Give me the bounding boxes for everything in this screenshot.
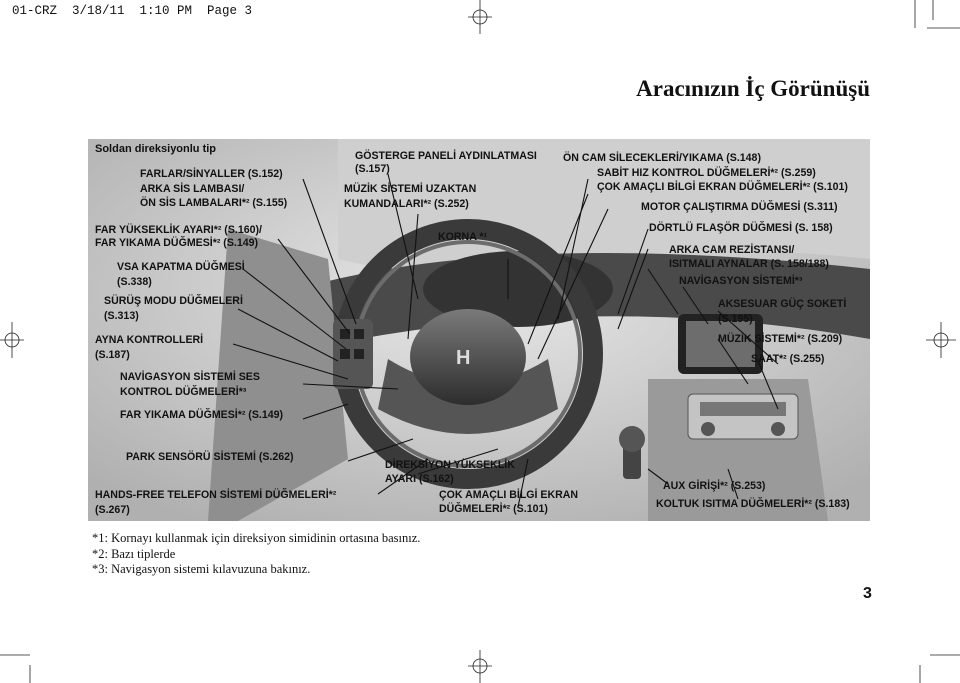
footnote-3: *3: Navigasyon sistemi kılavuzuna bakını… [92, 562, 311, 576]
registration-mark-icon [468, 0, 492, 34]
registration-mark-bottom-icon [468, 650, 492, 683]
label-clock: SAAT*² (S.255) [751, 353, 825, 365]
footnote-2: *2: Bazı tiplerde [92, 546, 176, 561]
label-parking: PARK SENSÖRÜ SİSTEMİ (S.262) [126, 451, 294, 463]
label-wipers: ÖN CAM SİLECEKLERİ/YIKAMA (S.148) [563, 152, 761, 164]
label-dimmer: GÖSTERGE PANELİ AYDINLATMASI (S.157) [355, 150, 537, 175]
dashboard-photo: H [88, 139, 870, 521]
registration-mark-right-icon [926, 322, 956, 358]
label-mid-display: ÇOK AMAÇLI BİLGİ EKRAN DÜĞMELERİ*² (S.10… [597, 181, 848, 193]
registration-mark-left-icon [0, 322, 24, 358]
label-cruise: SABİT HIZ KONTROL DÜĞMELERİ*² (S.259) [597, 167, 816, 179]
label-washer: FAR YIKAMA DÜĞMESİ*² (S.149) [120, 409, 284, 421]
label-seat-heater: KOLTUK ISITMA DÜĞMELERİ*² (S.183) [656, 498, 850, 510]
label-horn: KORNA *¹ [438, 231, 488, 243]
dashboard-illustration: H [88, 139, 870, 521]
crop-mark-bottom-right-icon [919, 654, 960, 683]
label-beam-adjust: FAR YÜKSEKLİK AYARI*² (S.160)/ FAR YIKAM… [95, 224, 262, 249]
label-engine-start: MOTOR ÇALIŞTIRMA DÜĞMESİ (S.311) [641, 201, 838, 213]
label-remote: MÜZİK SİSTEMİ UZAKTAN KUMANDALARI*² (S.2… [344, 183, 477, 210]
label-mirror: AYNA KONTROLLERİ (S.187) [95, 334, 204, 361]
label-hazard: DÖRTLÜ FLAŞÖR DÜĞMESİ (S. 158) [649, 222, 833, 234]
label-nav-voice: NAVİGASYON SİSTEMİ SES KONTROL DÜĞMELERİ… [120, 371, 260, 398]
section-title: Soldan direksiyonlu tip [95, 143, 217, 155]
crop-mark-icon [914, 0, 960, 29]
label-defrost: ARKA CAM REZİSTANSI/ ISITMALI AYNALAR (S… [669, 244, 829, 270]
label-drive-mode: SÜRÜŞ MODU DÜĞMELERİ (S.313) [104, 295, 243, 322]
label-audio: MÜZİK SİSTEMİ*² (S.209) [718, 333, 843, 345]
print-header-text: 01-CRZ 3/18/11 1:10 PM Page 3 [12, 4, 253, 18]
footnotes: *1: Kornayı kullanmak için direksiyon si… [92, 531, 420, 578]
label-aux: AUX GİRİŞİ*² (S.253) [663, 480, 766, 492]
label-mid-buttons: ÇOK AMAÇLI BİLGİ EKRAN DÜĞMELERİ*² (S.10… [439, 489, 579, 515]
label-navigation: NAVİGASYON SİSTEMİ*³ [679, 275, 803, 287]
page-number: 3 [863, 585, 872, 602]
label-accessory: AKSESUAR GÜÇ SOKETİ (S.195) [718, 298, 847, 325]
label-tilt: DİREKSİYON YÜKSEKLİK AYARI (S.162) [385, 459, 515, 485]
print-header: 01-CRZ 3/18/11 1:10 PM Page 3 [0, 0, 960, 40]
crop-mark-bottom-left-icon [0, 654, 31, 683]
label-handsfree: HANDS-FREE TELEFON SİSTEMİ DÜĞMELERİ*² (… [95, 489, 337, 516]
label-vsa: VSA KAPATMA DÜĞMESİ (S.338) [117, 261, 245, 288]
footnote-1: *1: Kornayı kullanmak için direksiyon si… [92, 531, 421, 545]
label-signals: FARLAR/SİNYALLER (S.152) ARKA SİS LAMBAS… [140, 168, 288, 209]
page-title: Aracınızın İç Görünüşü [636, 76, 870, 101]
svg-text:H: H [456, 347, 470, 369]
